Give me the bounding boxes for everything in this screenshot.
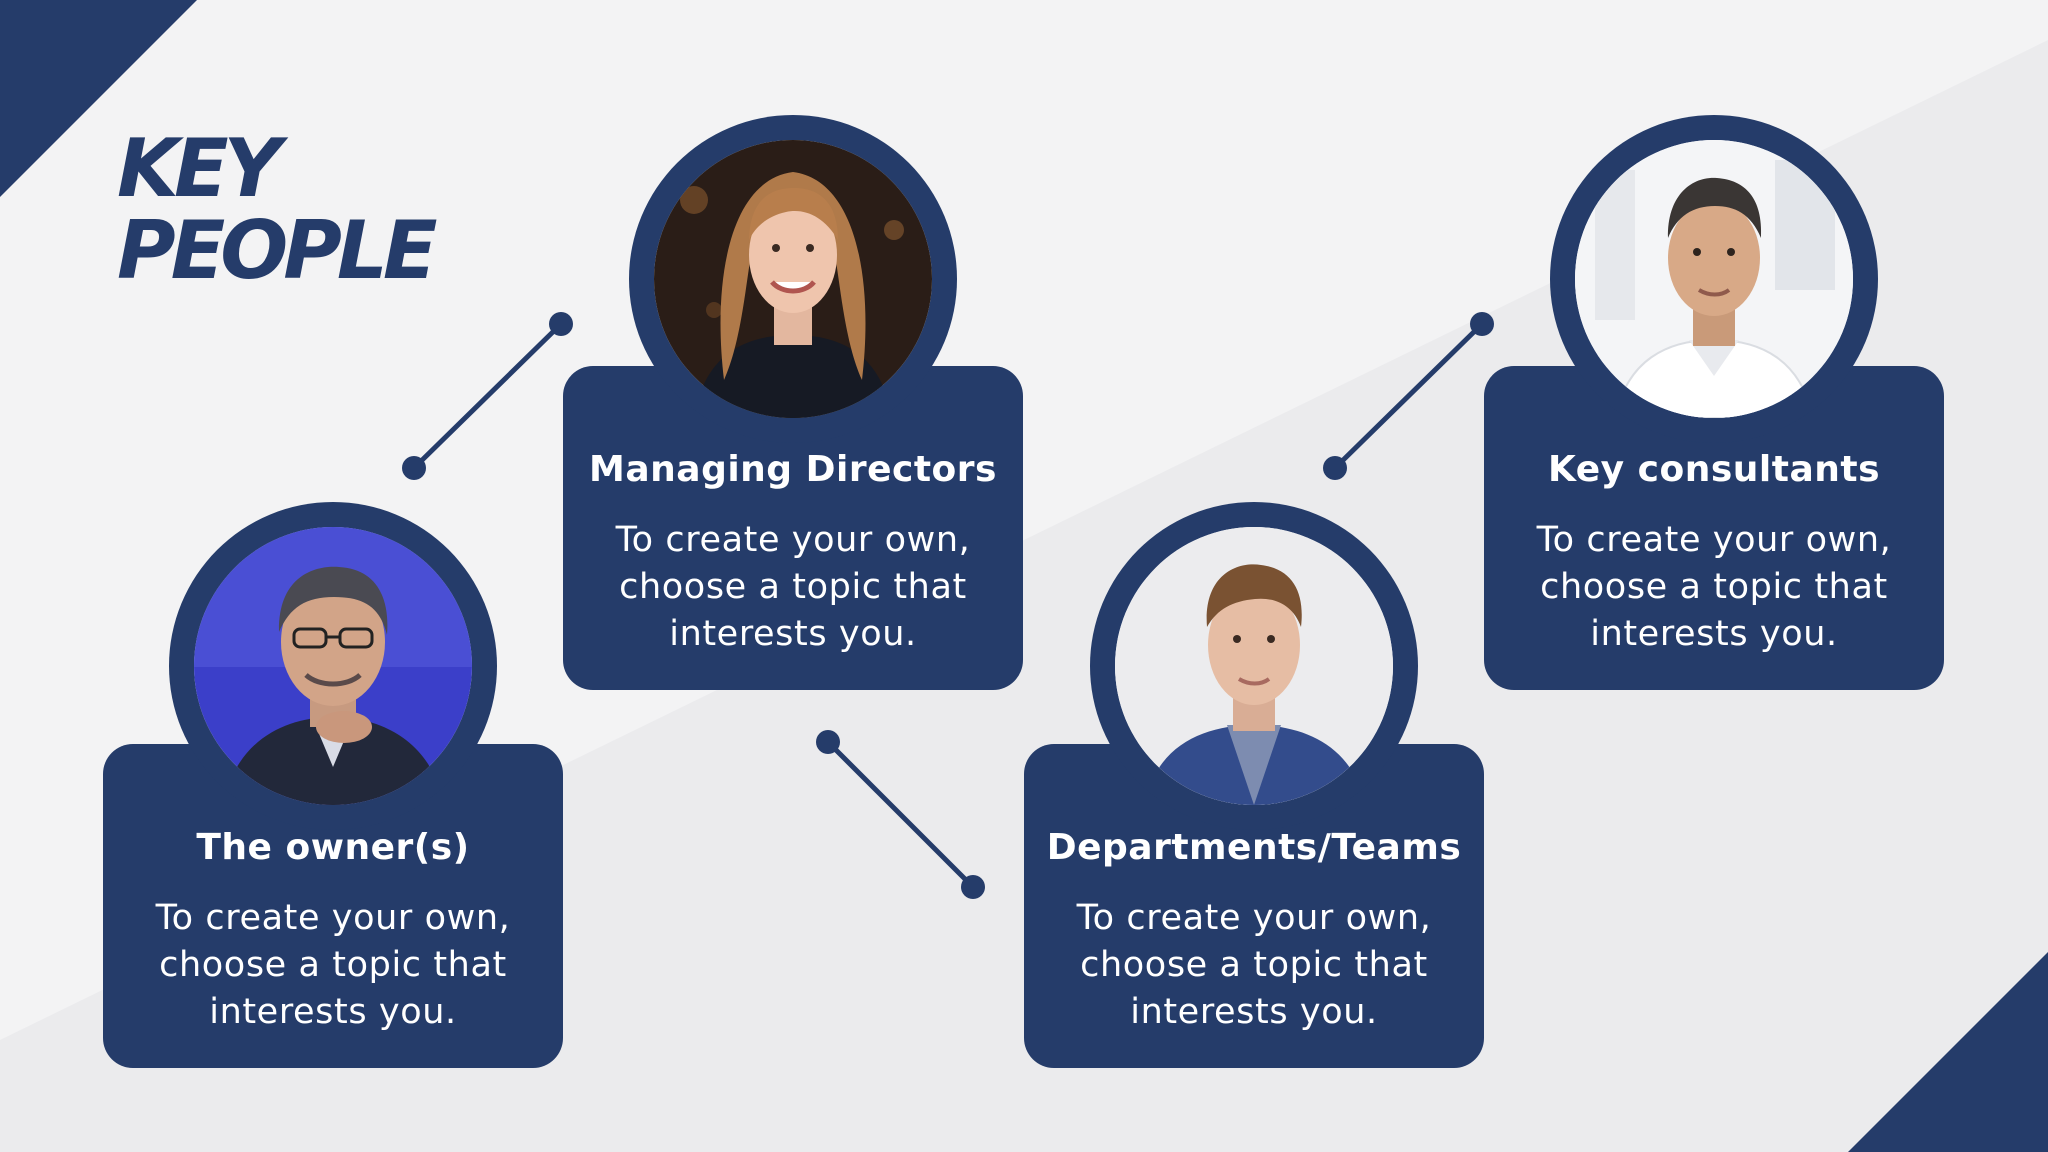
photo-man-polo-shirt — [1575, 140, 1853, 418]
avatar-key-consultants — [1550, 115, 1878, 443]
card-title: Managing Directors — [589, 449, 997, 490]
photo-man-glasses-suit — [194, 527, 472, 805]
corner-triangle-bottom-right — [1848, 952, 2048, 1152]
card-title: Key consultants — [1547, 449, 1881, 490]
avatar-departments-teams — [1090, 502, 1418, 830]
title-line-2: PEOPLE — [117, 204, 438, 297]
card-title: The owner(s) — [196, 827, 470, 868]
connector-owner-to-directors — [402, 312, 573, 480]
card-body: To create your own, choose a topic that … — [1076, 898, 1432, 1032]
card-title: Departments/Teams — [1046, 827, 1462, 868]
card-body: To create your own, choose a topic that … — [615, 520, 971, 654]
card-body: To create your own, choose a topic that … — [155, 898, 511, 1032]
photo-woman-long-hair — [654, 140, 932, 418]
page-title: KEY PEOPLE — [117, 122, 438, 297]
avatar-managing-directors — [629, 115, 957, 443]
avatar-owner — [169, 502, 497, 830]
connector-departments-to-consultants — [1323, 312, 1494, 480]
card-body: To create your own, choose a topic that … — [1536, 520, 1892, 654]
title-line-1: KEY — [117, 122, 282, 215]
connector-directors-to-departments — [816, 730, 985, 899]
corner-triangle-top-left — [0, 0, 197, 197]
photo-young-man-blazer — [1115, 527, 1393, 805]
